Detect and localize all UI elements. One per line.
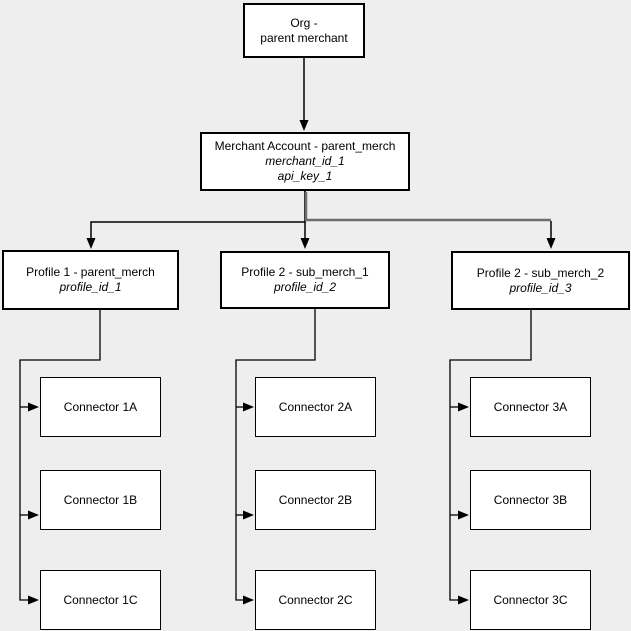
edge-profile-2-to-connectors [235,309,316,605]
node-merchant-account: Merchant Account - parent_merch merchant… [200,132,410,191]
node-connector-1a: Connector 1A [40,377,161,437]
profile-3-title: Profile 2 - sub_merch_2 [476,265,605,280]
org-title: Org - [290,15,318,30]
node-connector-3b: Connector 3B [470,470,591,530]
arrowhead-right-icon [243,595,254,605]
node-connector-2a: Connector 2A [255,377,376,437]
connector-1c-label: Connector 1C [63,592,138,607]
node-connector-3a: Connector 3A [470,377,591,437]
arrowhead-right-icon [458,595,469,605]
profile-1-id: profile_id_1 [59,280,122,294]
merchant-id: merchant_id_1 [265,154,345,168]
edge-org-to-merchant [299,58,309,131]
profile-2-title: Profile 2 - sub_merch_1 [241,265,369,279]
edge-merchant-to-profile-3 [304,192,556,249]
profile-1-title: Profile 1 - parent_merch [26,265,155,279]
connector-1b-label: Connector 1B [63,492,138,507]
node-org: Org - parent merchant [243,3,365,58]
arrowhead-right-icon [243,402,254,412]
arrowhead-right-icon [28,402,39,412]
org-subtitle: parent merchant [260,30,348,45]
node-connector-2b: Connector 2B [255,470,376,530]
edge-merchant-to-profile-1 [86,191,306,249]
arrowhead-right-icon [458,402,469,412]
arrowhead-down-icon [300,238,310,249]
connector-1a-label: Connector 1A [63,399,138,414]
arrowhead-right-icon [28,595,39,605]
node-connector-3c: Connector 3C [470,570,591,630]
node-profile-1: Profile 1 - parent_merch profile_id_1 [2,250,179,310]
connector-3b-label: Connector 3B [493,492,568,507]
connector-2a-label: Connector 2A [278,399,353,414]
node-profile-2: Profile 2 - sub_merch_1 profile_id_2 [220,251,390,309]
arrowhead-down-icon [299,120,309,131]
api-key: api_key_1 [277,169,333,183]
arrowhead-down-icon [86,238,96,249]
arrowhead-right-icon [243,510,254,520]
connector-3a-label: Connector 3A [493,399,568,414]
profile-3-id: profile_id_3 [509,280,572,295]
node-connector-1b: Connector 1B [40,470,161,530]
arrowhead-right-icon [28,510,39,520]
edge-profile-3-to-connectors [449,310,532,605]
node-profile-3: Profile 2 - sub_merch_2 profile_id_3 [451,251,630,310]
connector-2c-label: Connector 2C [278,592,353,607]
profile-2-id: profile_id_2 [273,280,337,294]
arrowhead-down-icon [546,238,556,249]
connector-2b-label: Connector 2B [278,492,353,507]
edge-merchant-to-profile-2 [300,191,310,249]
node-connector-2c: Connector 2C [255,570,376,630]
merchant-account-title: Merchant Account - parent_merch [214,139,396,153]
node-connector-1c: Connector 1C [40,570,161,630]
edge-profile-1-to-connectors [19,310,101,605]
arrowhead-right-icon [458,510,469,520]
connector-3c-label: Connector 3C [493,592,568,607]
